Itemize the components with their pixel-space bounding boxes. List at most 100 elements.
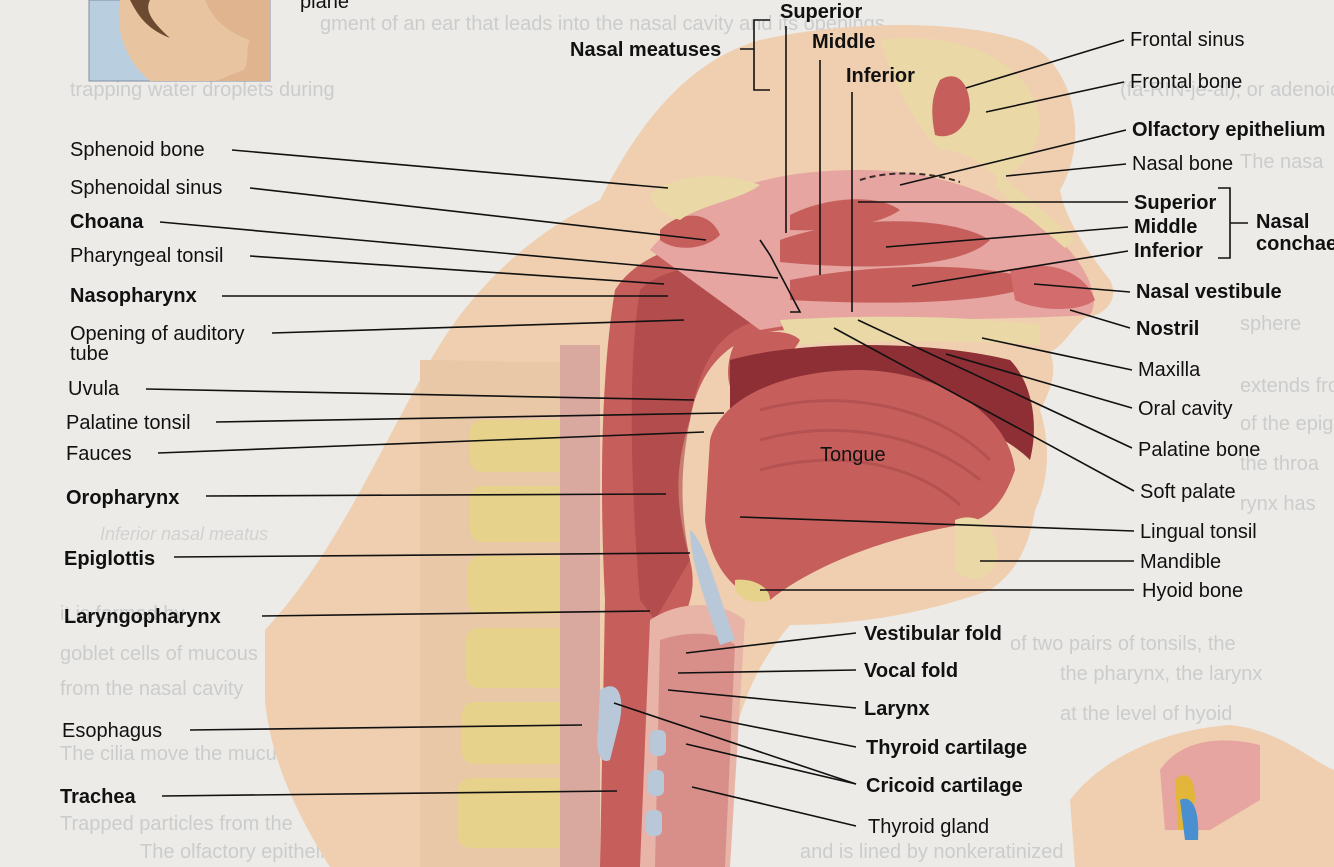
- thyroid-gland: [680, 767, 719, 835]
- leader-palatine-bone: [857, 319, 1133, 449]
- leader-vocal-fold: [677, 669, 857, 674]
- svg-text:(fa-RIN-je-al), or adenoid: (fa-RIN-je-al), or adenoid: [1120, 79, 1334, 101]
- label-tongue: Tongue: [820, 444, 886, 466]
- top-fragment-label: plane: [300, 0, 349, 13]
- label-soft-palate: Soft palate: [1140, 481, 1236, 503]
- leader-maxilla: [981, 337, 1133, 371]
- label-concha-superior: Superior: [1134, 192, 1216, 214]
- svg-text:of the epig: of the epig: [1240, 413, 1333, 435]
- svg-text:The nasa: The nasa: [1240, 151, 1324, 173]
- leader-larynx: [667, 689, 857, 709]
- trachea-ring: [648, 770, 664, 796]
- label-sphenoidal-sinus: Sphenoidal sinus: [70, 177, 222, 199]
- leader-nasal-meatuses-bracket: [740, 19, 770, 50]
- leader-thyroid-gland: [691, 786, 857, 827]
- svg-text:sphere: sphere: [1240, 313, 1301, 335]
- frontal-bone: [859, 38, 1075, 248]
- svg-text:at the level of hyoid: at the level of hyoid: [1060, 703, 1232, 725]
- leader-trachea: [161, 790, 618, 797]
- leader-uvula: [145, 388, 695, 401]
- leader-palatine-tonsil: [215, 412, 725, 423]
- label-fauces: Fauces: [66, 443, 132, 465]
- frontal-sinus-shape: [932, 76, 970, 137]
- leader-sphenoidal-sinus: [249, 187, 707, 241]
- svg-text:The cilia move the mucus: The cilia move the mucus: [60, 743, 287, 765]
- cervical-spine: [420, 345, 600, 867]
- label-nasal-meatuses: Nasal meatuses: [570, 39, 721, 61]
- label-opening-auditory-tube-line2: tube: [70, 343, 109, 365]
- sphenoid-bone-shape: [650, 176, 760, 220]
- nasal-cavity: [650, 170, 1095, 330]
- labels: plane Sphenoid bone Sphenoidal sinus Cho…: [60, 0, 1334, 838]
- trachea-ring: [650, 730, 666, 756]
- nasal-bone-shape: [995, 175, 1075, 248]
- svg-text:the throa: the throa: [1240, 453, 1320, 475]
- leader-concha-middle: [885, 226, 1129, 248]
- label-trachea: Trachea: [60, 786, 136, 808]
- leader-nostril: [1069, 309, 1131, 329]
- label-oral-cavity: Oral cavity: [1138, 398, 1232, 420]
- epiglottis-shape: [690, 530, 735, 645]
- leader-nasal-meatuses-bracket-lower: [753, 49, 770, 91]
- larynx-trachea: [597, 530, 745, 867]
- label-concha-inferior: Inferior: [1134, 240, 1203, 262]
- mandible-shape: [955, 517, 999, 579]
- label-larynx: Larynx: [864, 698, 930, 720]
- vertebra: [462, 702, 580, 764]
- label-nostril: Nostril: [1136, 318, 1199, 340]
- vertebra: [470, 486, 582, 542]
- svg-text:and is lined by nonkeratinized: and is lined by nonkeratinized: [800, 841, 1064, 863]
- leader-laryngopharynx: [261, 610, 651, 617]
- svg-text:extends from the: extends from the: [1240, 375, 1334, 397]
- leader-cricoid-cartilage-a: [613, 702, 857, 785]
- svg-text:goblet cells of mucous: goblet cells of mucous: [60, 643, 258, 665]
- label-oropharynx: Oropharynx: [66, 487, 179, 509]
- label-thyroid-cartilage: Thyroid cartilage: [866, 737, 1027, 759]
- label-lingual-tonsil: Lingual tonsil: [1140, 521, 1257, 543]
- label-maxilla: Maxilla: [1138, 359, 1201, 381]
- leader-epiglottis: [173, 552, 691, 558]
- cricoid-shape: [597, 686, 622, 761]
- leader-soft-palate: [833, 327, 1135, 492]
- leader-cricoid-cartilage-b: [685, 743, 857, 785]
- label-uvula: Uvula: [68, 378, 120, 400]
- vertebra: [470, 420, 580, 472]
- label-vestibular-fold: Vestibular fold: [864, 623, 1002, 645]
- leader-concha-inferior: [911, 250, 1129, 287]
- nasal-vestibule-shape: [1010, 265, 1095, 309]
- label-choana: Choana: [70, 211, 144, 233]
- leader-lingual-tonsil: [739, 516, 1135, 532]
- label-olfactory-epithelium: Olfactory epithelium: [1132, 119, 1325, 141]
- leader-choana-bracket: [759, 239, 802, 313]
- label-cricoid-cartilage: Cricoid cartilage: [866, 775, 1023, 797]
- leader-conchae-bracket: [1218, 187, 1231, 259]
- label-nasopharynx: Nasopharynx: [70, 285, 197, 307]
- leader-nasal-bone: [1005, 163, 1127, 177]
- label-palatine-bone: Palatine bone: [1138, 439, 1260, 461]
- leader-pharyngeal-tonsil: [249, 255, 665, 285]
- vertebra: [458, 778, 578, 848]
- svg-text:rynx has: rynx has: [1240, 493, 1316, 515]
- leader-vestibular-fold: [685, 632, 857, 654]
- label-laryngopharynx: Laryngopharynx: [64, 606, 221, 628]
- label-pharyngeal-tonsil: Pharyngeal tonsil: [70, 245, 223, 267]
- svg-text:The olfactory epithelium: The olfactory epithelium: [140, 841, 352, 863]
- olfactory-epithelium-shape: [859, 172, 961, 183]
- leader-esophagus: [189, 724, 583, 731]
- label-epiglottis: Epiglottis: [64, 548, 155, 570]
- svg-text:from the nasal cavity: from the nasal cavity: [60, 678, 243, 700]
- vertebra: [466, 628, 582, 688]
- svg-text:Trapped particles from the: Trapped particles from the: [60, 813, 293, 835]
- trachea-ring: [646, 810, 662, 836]
- hyoid-shape: [735, 579, 770, 602]
- label-thyroid-gland: Thyroid gland: [868, 816, 989, 838]
- face-thumbnail: [88, 0, 271, 82]
- leader-sphenoid-bone: [231, 149, 669, 189]
- leader-nasal-vestibule: [1033, 283, 1131, 293]
- svg-text:the pharynx, the larynx: the pharynx, the larynx: [1060, 663, 1262, 685]
- superior-concha-shape: [790, 199, 900, 231]
- svg-text:of two pairs of tonsils, the: of two pairs of tonsils, the: [1010, 633, 1236, 655]
- label-frontal-bone: Frontal bone: [1130, 71, 1242, 93]
- leader-auditory-tube: [271, 319, 685, 334]
